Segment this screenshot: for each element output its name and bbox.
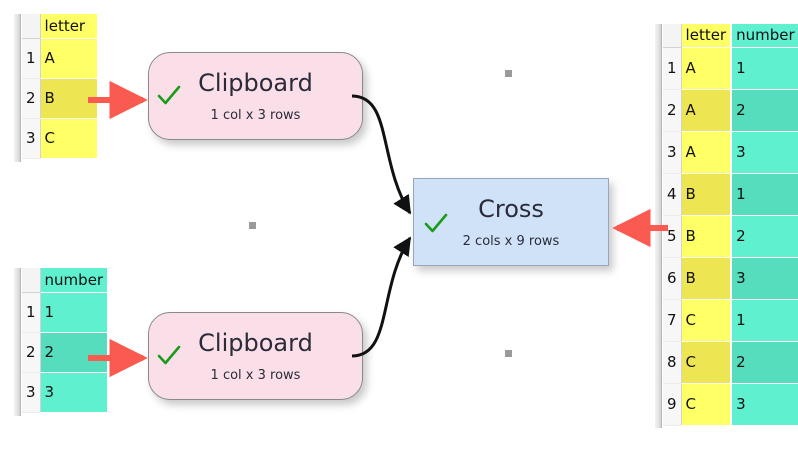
table-row[interactable]: 3 C (22, 118, 100, 159)
row-number[interactable]: 8 (663, 341, 682, 384)
cell-letter[interactable]: B (681, 257, 733, 300)
grid-dot (249, 222, 256, 229)
column-header-number[interactable]: number (731, 24, 798, 48)
table-row[interactable]: 1 1 (22, 292, 110, 333)
cell-number[interactable]: 2 (731, 215, 798, 258)
node-clipboard-top[interactable]: Clipboard 1 col x 3 rows (148, 52, 367, 145)
corner-cell (22, 268, 41, 293)
node-clipboard-bottom[interactable]: Clipboard 1 col x 3 rows (148, 312, 367, 405)
row-number[interactable]: 2 (663, 89, 682, 132)
node-body[interactable]: Cross 2 cols x 9 rows (413, 178, 609, 266)
column-header-number[interactable]: number (40, 268, 110, 293)
number-input-table[interactable]: number 1 1 2 2 3 3 (14, 268, 114, 416)
node-body[interactable]: Clipboard 1 col x 3 rows (148, 312, 363, 400)
grid-dot (505, 70, 512, 77)
row-number[interactable]: 5 (663, 215, 682, 258)
row-number[interactable]: 9 (663, 383, 682, 426)
table-row[interactable]: 9 C 3 (663, 383, 798, 426)
row-number[interactable]: 2 (22, 78, 41, 119)
header-row: letter number (663, 24, 798, 48)
cross-output-table[interactable]: letter number 1 A 1 2 A 2 3 A 3 4 B 1 (655, 24, 798, 428)
cell-letter[interactable]: C (681, 383, 733, 426)
node-title: Cross (478, 194, 544, 223)
sheet-grid[interactable]: letter number 1 A 1 2 A 2 3 A 3 4 B 1 (663, 24, 798, 426)
table-row[interactable]: 3 A 3 (663, 131, 798, 174)
header-row: number (22, 268, 110, 293)
cell-letter[interactable]: A (40, 38, 100, 79)
cell-number[interactable]: 1 (731, 299, 798, 342)
cell-letter[interactable]: A (681, 131, 733, 174)
column-header-letter[interactable]: letter (40, 14, 100, 39)
check-icon (424, 213, 448, 233)
cell-number[interactable]: 2 (40, 332, 110, 373)
row-number[interactable]: 6 (663, 257, 682, 300)
cell-number[interactable]: 3 (40, 372, 110, 413)
column-header-letter[interactable]: letter (681, 24, 733, 48)
cell-letter[interactable]: B (681, 215, 733, 258)
row-number[interactable]: 1 (22, 292, 41, 333)
table-row[interactable]: 1 A 1 (663, 47, 798, 90)
row-number[interactable]: 1 (22, 38, 41, 79)
sheet-grid[interactable]: letter 1 A 2 B 3 C (22, 14, 100, 159)
corner-cell (663, 24, 682, 48)
cell-letter[interactable]: C (40, 118, 100, 159)
cell-number[interactable]: 1 (40, 292, 110, 333)
node-subtitle: 2 cols x 9 rows (462, 233, 560, 249)
node-subtitle: 1 col x 3 rows (210, 107, 301, 123)
corner-cell (22, 14, 41, 39)
row-number[interactable]: 3 (663, 131, 682, 174)
node-body[interactable]: Clipboard 1 col x 3 rows (148, 52, 363, 140)
letter-input-table[interactable]: letter 1 A 2 B 3 C (14, 14, 106, 162)
table-row[interactable]: 7 C 1 (663, 299, 798, 342)
row-number[interactable]: 3 (22, 118, 41, 159)
table-row[interactable]: 6 B 3 (663, 257, 798, 300)
cell-letter[interactable]: C (681, 299, 733, 342)
table-row[interactable]: 2 B (22, 78, 100, 119)
node-title: Clipboard (198, 328, 313, 357)
vertical-scrollbar[interactable] (655, 24, 662, 428)
cell-number[interactable]: 3 (731, 257, 798, 300)
node-subtitle: 1 col x 3 rows (210, 367, 301, 383)
row-number[interactable]: 4 (663, 173, 682, 216)
table-row[interactable]: 2 2 (22, 332, 110, 373)
table-row[interactable]: 1 A (22, 38, 100, 79)
cell-number[interactable]: 1 (731, 173, 798, 216)
vertical-scrollbar[interactable] (14, 14, 21, 162)
row-number[interactable]: 2 (22, 332, 41, 373)
table-row[interactable]: 2 A 2 (663, 89, 798, 132)
cell-letter[interactable]: B (681, 173, 733, 216)
check-icon (157, 85, 181, 105)
grid-dot (505, 350, 512, 357)
cell-letter[interactable]: B (40, 78, 100, 119)
table-row[interactable]: 4 B 1 (663, 173, 798, 216)
cell-number[interactable]: 2 (731, 89, 798, 132)
check-icon (157, 345, 181, 365)
table-row[interactable]: 5 B 2 (663, 215, 798, 258)
node-cross[interactable]: Cross 2 cols x 9 rows (413, 178, 613, 271)
vertical-scrollbar[interactable] (14, 268, 21, 416)
cell-number[interactable]: 3 (731, 383, 798, 426)
sheet-grid[interactable]: number 1 1 2 2 3 3 (22, 268, 110, 413)
node-title: Clipboard (198, 68, 313, 97)
row-number[interactable]: 7 (663, 299, 682, 342)
cell-letter[interactable]: A (681, 47, 733, 90)
table-row[interactable]: 3 3 (22, 372, 110, 413)
cell-number[interactable]: 1 (731, 47, 798, 90)
header-row: letter (22, 14, 100, 39)
table-row[interactable]: 8 C 2 (663, 341, 798, 384)
cell-number[interactable]: 2 (731, 341, 798, 384)
row-number[interactable]: 3 (22, 372, 41, 413)
cell-letter[interactable]: C (681, 341, 733, 384)
cell-letter[interactable]: A (681, 89, 733, 132)
row-number[interactable]: 1 (663, 47, 682, 90)
cell-number[interactable]: 3 (731, 131, 798, 174)
